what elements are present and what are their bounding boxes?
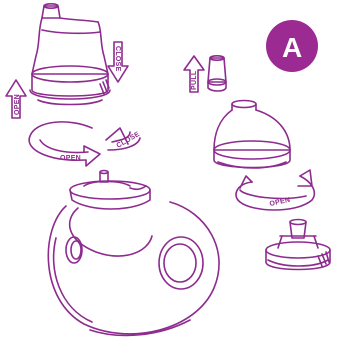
- pull-label: PULL: [191, 70, 198, 90]
- nozzle-cone-left: [30, 4, 110, 105]
- base-unit: [48, 171, 219, 336]
- close-label-left: CLOSE: [114, 46, 121, 72]
- dome-cap-right: [214, 101, 290, 169]
- ring-open-label: OPEN: [60, 155, 81, 162]
- open-label-left: OPEN: [14, 94, 21, 115]
- badge-letter: A: [282, 32, 302, 63]
- nozzle-tip-right: [208, 56, 226, 91]
- connector-piece: [266, 220, 330, 270]
- section-badge: A: [266, 20, 318, 72]
